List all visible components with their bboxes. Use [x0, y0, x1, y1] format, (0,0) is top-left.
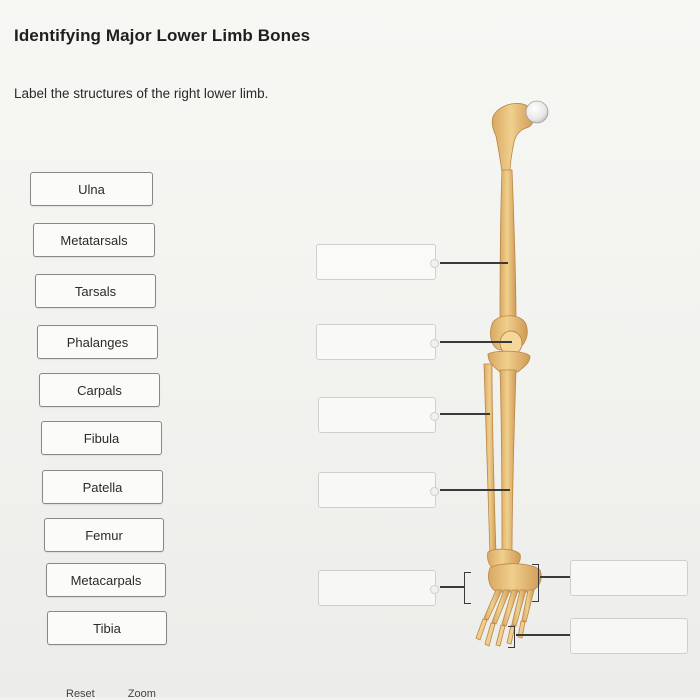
drop-target-femur[interactable] — [316, 244, 439, 280]
tibia-proximal — [487, 350, 531, 373]
skeleton-svg — [475, 100, 549, 647]
metatarsals — [483, 589, 535, 627]
label-tile-metacarpals[interactable]: Metacarpals — [46, 563, 166, 597]
phalanges — [475, 618, 526, 647]
drop-target-patella[interactable] — [316, 324, 439, 360]
bracket-tarsals — [464, 572, 471, 604]
drop-connector — [430, 411, 439, 421]
reset-button[interactable]: Reset — [66, 688, 95, 700]
drop-target-tarsals[interactable] — [318, 570, 439, 606]
drop-connector — [430, 338, 439, 348]
label-tile-tarsals[interactable]: Tarsals — [35, 274, 156, 308]
leader-line-fibula — [440, 413, 490, 415]
leader-line-phalanges — [516, 634, 570, 636]
label-tile-femur[interactable]: Femur — [44, 518, 164, 552]
bottom-controls: Reset Zoom — [66, 688, 186, 700]
femur-shaft — [499, 169, 517, 321]
drop-target-phalanges[interactable] — [570, 618, 688, 654]
label-tile-tibia[interactable]: Tibia — [47, 611, 167, 645]
drop-target-fibula[interactable] — [318, 397, 439, 433]
instruction-text: Label the structures of the right lower … — [14, 86, 269, 101]
zoom-button[interactable]: Zoom — [127, 688, 156, 700]
label-tile-metatarsals[interactable]: Metatarsals — [33, 223, 155, 257]
fibula — [483, 363, 497, 557]
tibia-shaft — [499, 369, 517, 555]
femoral-head — [525, 100, 549, 124]
drop-connector — [430, 486, 439, 496]
leader-line-femur — [440, 262, 508, 264]
leader-line-tibia — [440, 489, 510, 491]
leader-line-patella — [440, 341, 512, 343]
bracket-phalanges — [508, 626, 515, 648]
drop-target-metatarsals[interactable] — [570, 560, 688, 596]
drop-target-tibia[interactable] — [318, 472, 439, 508]
lower-limb-illustration — [440, 92, 580, 652]
page-title: Identifying Major Lower Limb Bones — [14, 26, 311, 45]
drop-connector — [430, 584, 439, 594]
label-tile-patella[interactable]: Patella — [42, 470, 163, 504]
leader-line-metatarsals — [540, 576, 570, 578]
label-tile-fibula[interactable]: Fibula — [41, 421, 162, 455]
bracket-metatarsals — [532, 564, 539, 602]
label-tile-phalanges[interactable]: Phalanges — [37, 325, 158, 359]
leader-line-tarsals — [440, 586, 464, 588]
label-tile-carpals[interactable]: Carpals — [39, 373, 160, 407]
drop-connector — [430, 258, 439, 268]
label-tile-ulna[interactable]: Ulna — [30, 172, 153, 206]
